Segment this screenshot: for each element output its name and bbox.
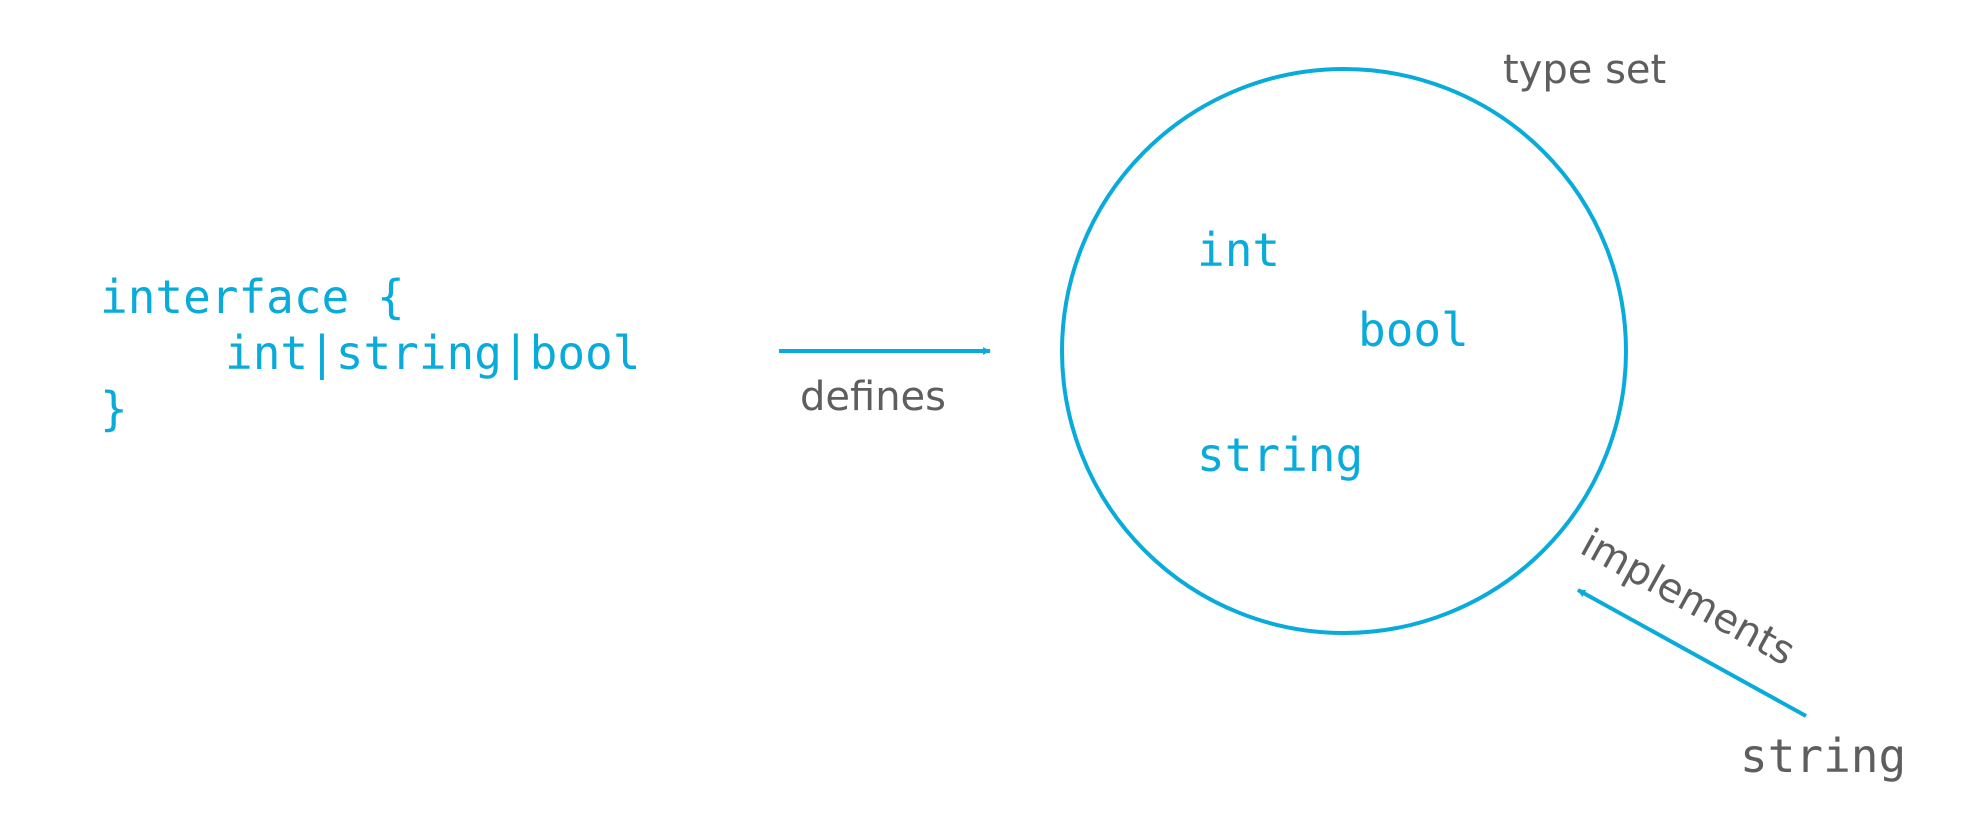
type-set-circle xyxy=(1060,67,1628,635)
code-line-interface-close: } xyxy=(100,382,128,436)
interface-code-block: interface { int|string|bool } xyxy=(100,270,640,436)
code-line-interface-open: interface { xyxy=(100,270,405,324)
type-set-member-bool: bool xyxy=(1358,303,1469,357)
type-set-group: type set int bool string xyxy=(1060,47,1666,635)
code-line-union-terms: int|string|bool xyxy=(225,326,640,381)
type-set-member-string: string xyxy=(1197,428,1363,482)
type-set-label: type set xyxy=(1503,47,1666,93)
type-set-member-int: int xyxy=(1197,223,1280,277)
defines-label: defines xyxy=(800,374,946,420)
defines-connector: defines xyxy=(779,347,991,420)
implements-connector: implements string xyxy=(1573,520,1906,783)
implementing-type-string: string xyxy=(1740,729,1906,783)
implements-arrow xyxy=(1577,588,1807,718)
